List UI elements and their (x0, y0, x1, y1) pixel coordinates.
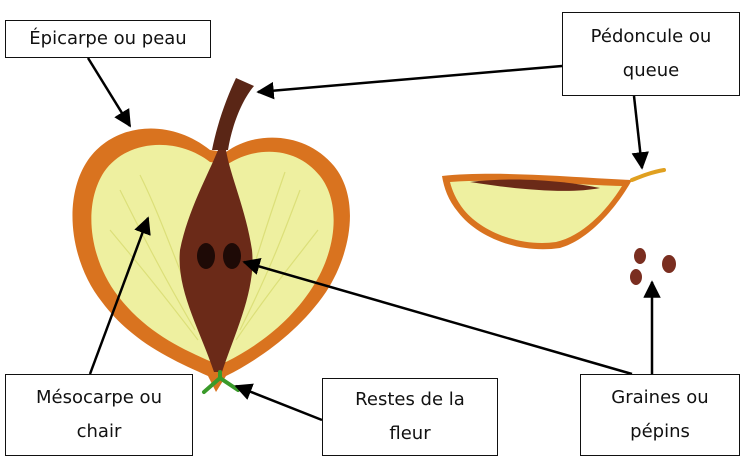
label-restes: Restes de la fleur (322, 378, 498, 456)
label-mesocarpe-line2: chair (77, 415, 122, 449)
apple-stem (212, 78, 254, 150)
label-restes-line2: fleur (389, 417, 430, 451)
label-epicarpe: Épicarpe ou peau (5, 20, 211, 58)
arrow-restes (236, 386, 322, 420)
seed-right (223, 243, 241, 269)
label-restes-line1: Restes de la (355, 383, 465, 417)
loose-seed-3 (630, 269, 642, 285)
arrow-queue (634, 96, 642, 168)
label-mesocarpe: Mésocarpe ou chair (5, 374, 193, 456)
label-pedoncule: Pédoncule ou queue (562, 12, 740, 96)
arrow-epicarpe (88, 58, 130, 126)
label-mesocarpe-line1: Mésocarpe ou (36, 381, 162, 415)
arrow-pedoncule (258, 66, 562, 92)
label-pedoncule-line2: queue (623, 54, 679, 88)
loose-seed-1 (634, 248, 646, 264)
label-graines-line2: pépins (630, 415, 690, 449)
label-epicarpe-text: Épicarpe ou peau (29, 22, 186, 56)
apple-slice-flesh (450, 181, 622, 243)
seed-left (197, 243, 215, 269)
label-graines-line1: Graines ou (611, 381, 708, 415)
slice-stem (632, 170, 664, 180)
label-pedoncule-line1: Pédoncule ou (591, 20, 712, 54)
loose-seed-2 (662, 255, 676, 273)
label-graines: Graines ou pépins (580, 374, 740, 456)
